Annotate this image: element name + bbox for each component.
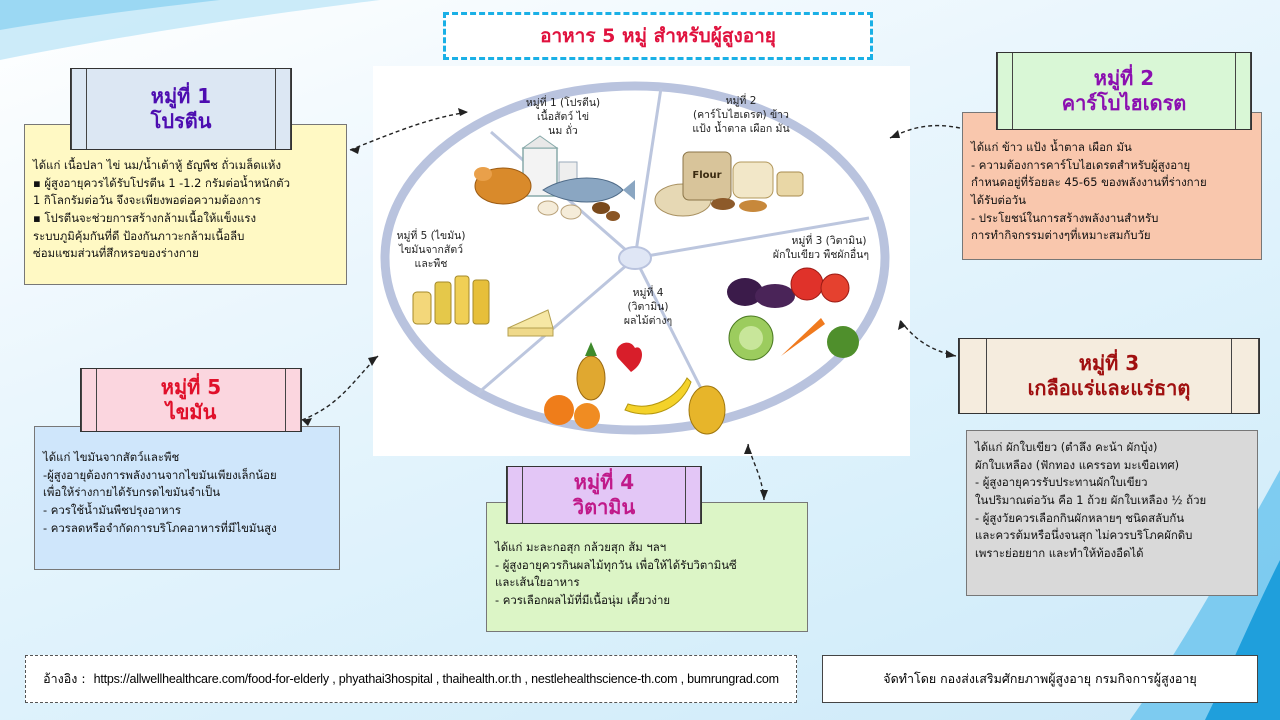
group2-line: - ความต้องการคาร์โบไฮเดรตสำหรับผู้สูงอาย… xyxy=(971,157,1191,172)
wheel-group3-line2: ผักใบเขียว พืชผักอื่นๆ xyxy=(773,247,869,261)
fruits-illustration xyxy=(544,342,726,435)
group5-line: เพื่อให้ร่างกายได้รับกรดไขมันจำเป็น xyxy=(43,485,221,500)
group3-line: ผักใบเหลือง (ฟักทอง แครรอท มะเขือเทศ) xyxy=(975,457,1180,472)
group2-line: การทำกิจกรรมต่างๆที่เหมาะสมกับวัย xyxy=(971,228,1151,243)
group2-line: - ประโยชน์ในการสร้างพลังงานสำหรับ xyxy=(971,210,1159,225)
food-wheel-panel: หมู่ที่ 1 (โปรตีน) เนื้อสัตว์ ไข่ นม ถั่… xyxy=(373,66,910,456)
group3-line: - ผู้สูงอายุควรรับประทานผักใบเขียว xyxy=(975,475,1148,490)
wheel-group5-line2: ไขมันจากสัตว์ xyxy=(398,243,463,256)
group5-header-line2: ไขมัน xyxy=(165,400,217,424)
group1-line: ระบบภูมิคุ้มกันที่ดี ป้องกันภาวะกล้ามเนื… xyxy=(33,228,245,243)
group5-line: ได้แก่ ไขมันจากสัตว์และพืช xyxy=(43,450,180,464)
group3-card: หมู่ที่ 3 เกลือแร่และแร่ธาตุ ได้แก่ ผักใ… xyxy=(958,338,1260,596)
group5-line: - ควรใช้น้ำมันพืชปรุงอาหาร xyxy=(43,503,182,518)
wheel-group5-line1: หมู่ที่ 5 (ไขมัน) xyxy=(397,228,466,242)
vegetables-illustration xyxy=(727,267,859,361)
group3-header-line1: หมู่ที่ 3 xyxy=(1078,351,1140,375)
group5-body: ได้แก่ ไขมันจากสัตว์และพืช -ผู้สูงอายุต้… xyxy=(34,426,340,570)
wheel-group2-line3: แป้ง น้ำตาล เผือก มัน xyxy=(692,121,789,135)
wheel-group4-line2: (วิตามิน) xyxy=(628,301,669,313)
group2-header-line1: หมู่ที่ 2 xyxy=(1093,66,1155,90)
group4-card: หมู่ที่ 4 วิตามิน ได้แก่ มะละกอสุก กล้วย… xyxy=(486,466,808,632)
wheel-group1-line1: หมู่ที่ 1 (โปรตีน) xyxy=(526,95,600,109)
group3-line: เพราะย่อยยาก และทำให้ท้องอืดได้ xyxy=(975,546,1144,561)
group5-line: -ผู้สูงอายุต้องการพลังงานจากไขมันเพียงเล… xyxy=(43,467,277,482)
food-wheel: หมู่ที่ 1 (โปรตีน) เนื้อสัตว์ ไข่ นม ถั่… xyxy=(380,81,890,435)
group1-card: หมู่ที่ 1 โปรตีน ได้แก่ เนื้อปลา ไข่ นม/… xyxy=(24,68,347,285)
reference-box: อ้างอิง : https://allwellhealthcare.com/… xyxy=(25,655,797,703)
wheel-group1-line3: นม ถั่ว xyxy=(548,123,578,137)
group2-line: ได้แก่ ข้าว แป้ง น้ำตาล เผือก มัน xyxy=(971,140,1132,154)
group1-line: ได้แก่ เนื้อปลา ไข่ นม/น้ำเต้าหู้ ธัญพืช… xyxy=(33,158,282,172)
wheel-group4-line3: ผลไม้ต่างๆ xyxy=(624,314,672,327)
group3-header-line2: เกลือแร่และแร่ธาตุ xyxy=(1027,376,1191,400)
group2-header: หมู่ที่ 2 คาร์โบไฮเดรต xyxy=(996,52,1252,130)
wheel-group5-line3: และพืช xyxy=(415,257,448,270)
reference-label: อ้างอิง : xyxy=(43,671,86,686)
group1-line: 1 กิโลกรัมต่อวัน จึงจะเพียงพอต่อความต้อง… xyxy=(33,193,261,208)
group5-header-line1: หมู่ที่ 5 xyxy=(160,375,222,399)
group2-line: กำหนดอยู่ที่ร้อยละ 45-65 ของพลังงานที่ร่… xyxy=(971,175,1207,190)
group2-header-line2: คาร์โบไฮเดรต xyxy=(1061,91,1187,115)
organizer-text: จัดทำโดย กองส่งเสริมศักยภาพผู้สูงอายุ กร… xyxy=(883,671,1197,686)
group1-line: ▪ โปรตีนจะช่วยการสร้างกล้ามเนื้อให้แข็งแ… xyxy=(33,211,257,226)
group5-card: หมู่ที่ 5 ไขมัน ได้แก่ ไขมันจากสัตว์และพ… xyxy=(34,368,340,570)
wheel-group1-line2: เนื้อสัตว์ ไข่ xyxy=(537,109,589,123)
reference-urls: https://allwellhealthcare.com/food-for-e… xyxy=(93,672,779,686)
page-title: อาหาร 5 หมู่ สำหรับผู้สูงอายุ xyxy=(540,25,776,47)
group3-line: และควรต้มหรือนึ่งจนสุก ไม่ควรบริโภคผักดิ… xyxy=(975,528,1193,543)
group1-line: ▪ ผู้สูงอายุควรได้รับโปรตีน 1 -1.2 กรัมต… xyxy=(33,175,290,190)
group1-body: ได้แก่ เนื้อปลา ไข่ นม/น้ำเต้าหู้ ธัญพืช… xyxy=(24,124,347,285)
protein-foods-illustration xyxy=(474,135,635,221)
group4-line: ได้แก่ มะละกอสุก กล้วยสุก ส้ม ฯลฯ xyxy=(495,540,667,554)
group1-header: หมู่ที่ 1 โปรตีน xyxy=(70,68,292,150)
group3-body: ได้แก่ ผักใบเขียว (ตำลึง คะน้า ผักบุ้ง) … xyxy=(966,430,1258,596)
group4-header: หมู่ที่ 4 วิตามิน xyxy=(506,466,702,524)
organizer-box: จัดทำโดย กองส่งเสริมศักยภาพผู้สูงอายุ กร… xyxy=(822,655,1258,703)
title-box: อาหาร 5 หมู่ สำหรับผู้สูงอายุ xyxy=(443,12,873,60)
group3-header: หมู่ที่ 3 เกลือแร่และแร่ธาตุ xyxy=(958,338,1260,414)
group5-header: หมู่ที่ 5 ไขมัน xyxy=(80,368,302,432)
carbohydrate-foods-illustration: Flour xyxy=(654,151,804,217)
group4-header-line2: วิตามิน xyxy=(572,495,636,519)
group1-header-line1: หมู่ที่ 1 xyxy=(150,84,212,108)
group2-body: ได้แก่ ข้าว แป้ง น้ำตาล เผือก มัน - ความ… xyxy=(962,112,1262,260)
group3-line: - ผู้สูงวัยควรเลือกกินผักหลายๆ ชนิดสลับก… xyxy=(975,510,1185,525)
group4-line: และเส้นใยอาหาร xyxy=(495,575,580,590)
flour-bag-label: Flour xyxy=(692,170,721,181)
wheel-group2-line1: หมู่ที่ 2 xyxy=(726,93,757,107)
group4-header-line1: หมู่ที่ 4 xyxy=(573,470,635,494)
wheel-group4-line1: หมู่ที่ 4 xyxy=(633,285,664,299)
group3-line: ได้แก่ ผักใบเขียว (ตำลึง คะน้า ผักบุ้ง) xyxy=(975,440,1158,454)
group1-line: ซ่อมแซมส่วนที่สึกหรอของร่างกาย xyxy=(33,246,199,261)
wheel-group2-line2: (คาร์โบไฮเดรต) ข้าว xyxy=(693,108,789,121)
group2-card: หมู่ที่ 2 คาร์โบไฮเดรต ได้แก่ ข้าว แป้ง … xyxy=(962,52,1262,260)
group4-line: - ผู้สูงอายุควรกินผลไม้ทุกวัน เพื่อให้ได… xyxy=(495,557,737,572)
group1-header-line2: โปรตีน xyxy=(150,109,212,133)
wheel-group3-line1: หมู่ที่ 3 (วิตามิน) xyxy=(791,233,866,247)
group5-line: - ควรลดหรือจำกัดการบริโภคอาหารที่มีไขมัน… xyxy=(43,520,277,535)
fats-oils-illustration xyxy=(412,275,554,337)
group2-line: ได้รับต่อวัน xyxy=(971,193,1026,208)
group4-line: - ควรเลือกผลไม้ที่มีเนื้อนุ่ม เคี้ยวง่าย xyxy=(495,593,671,608)
group3-line: ในปริมาณต่อวัน คือ 1 ถ้วย ผักใบเหลือง ½ … xyxy=(975,493,1207,508)
